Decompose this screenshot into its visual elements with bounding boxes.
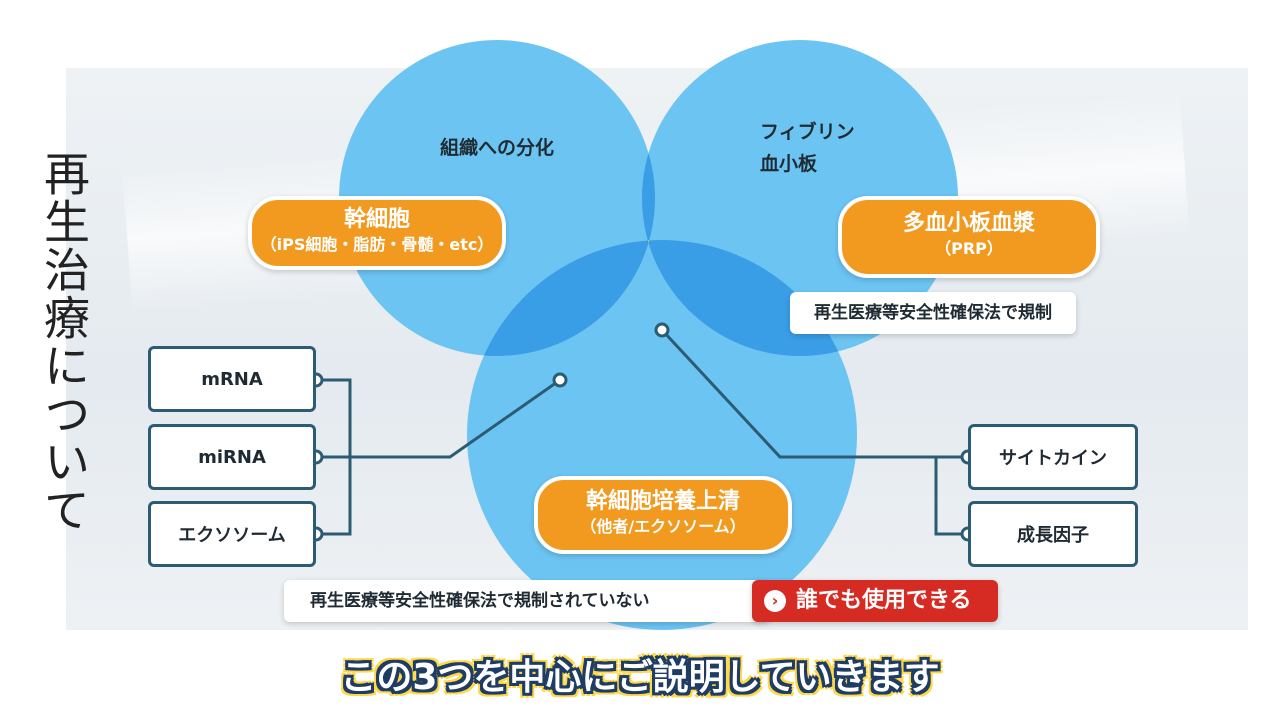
box-exosome: エクソソーム xyxy=(148,501,316,567)
box-cytokine: サイトカイン xyxy=(968,424,1138,490)
prp-regulation-note: 再生医療等安全性確保法で規制 xyxy=(790,292,1076,334)
vertical-title: 再生治療について xyxy=(37,150,91,534)
anyone-can-use-label: 誰でも使用できる xyxy=(796,588,972,613)
prp-feature-label-fibrin: フィブリン xyxy=(760,121,855,143)
stem-cells-pill: 幹細胞 （iPS細胞・脂肪・骨髄・etc） xyxy=(248,196,506,270)
culture-supernatant-pill: 幹細胞培養上清 （他者/エクソソーム） xyxy=(534,476,792,554)
culture-supernatant-sub: （他者/エクソソーム） xyxy=(580,517,746,536)
overlap-prp-culture xyxy=(642,240,857,356)
box-mrna: mRNA xyxy=(148,346,316,412)
subtitle-caption: この3つを中心にご説明していきます xyxy=(340,657,940,698)
connector-left xyxy=(316,378,561,459)
stem-cells-name: 幹細胞 xyxy=(343,207,410,232)
stem-cells-sub: （iPS細胞・脂肪・骨髄・etc） xyxy=(260,235,494,254)
connector-dot-center xyxy=(654,322,670,338)
culture-regulation-note: 再生医療等安全性確保法で規制されていない xyxy=(284,580,770,622)
connector-right xyxy=(660,328,968,459)
box-growth-factor: 成長因子 xyxy=(968,501,1138,567)
prp-feature-label-platelet: 血小板 xyxy=(760,153,818,175)
stem-cells-feature-label: 組織への分化 xyxy=(440,137,555,159)
prp-pill: 多血小板血漿 （PRP） xyxy=(838,196,1100,278)
connector-right-bracket xyxy=(934,455,968,536)
culture-supernatant-name: 幹細胞培養上清 xyxy=(585,489,740,514)
anyone-can-use-badge: › 誰でも使用できる xyxy=(752,580,998,622)
prp-name: 多血小板血漿 xyxy=(902,211,1035,236)
overlap-stem-culture xyxy=(467,240,655,356)
box-mirna: miRNA xyxy=(148,424,316,490)
connector-left-bracket xyxy=(316,378,352,536)
chevron-right-icon: › xyxy=(764,590,786,612)
prp-sub: （PRP） xyxy=(935,239,1003,258)
connector-dot-left xyxy=(552,372,568,388)
